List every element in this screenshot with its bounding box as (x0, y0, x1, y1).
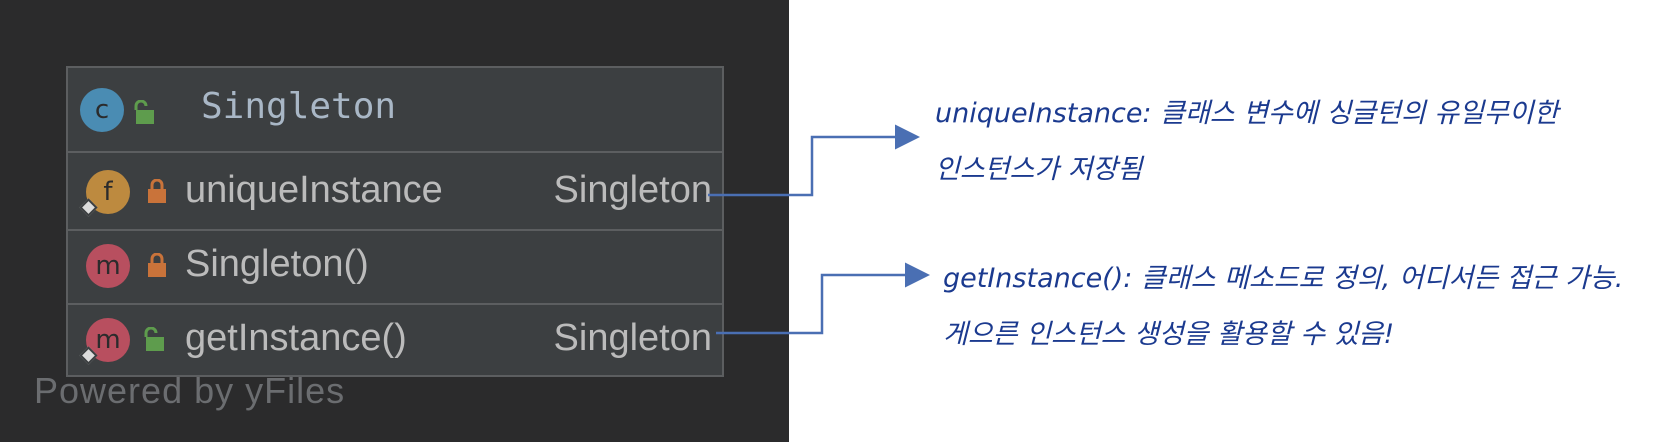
constructor-name: Singleton() (185, 243, 369, 285)
field-annotation-line-2: 인스턴스가 저장됨 (935, 154, 1143, 185)
class-kind-letter: c (94, 95, 110, 125)
field-row: f uniqueInstance Singleton (68, 153, 722, 231)
method-row: m getInstance() Singleton (68, 305, 722, 375)
method-type: Singleton (553, 317, 712, 359)
diagram-canvas: c Singleton f uniqueInstance Singleton (0, 0, 789, 442)
field-name: uniqueInstance (185, 169, 443, 211)
constructor-row: m Singleton() (68, 231, 722, 305)
constructor-kind-icon: m (86, 244, 130, 288)
field-annotation: uniqueInstance: 클래스 변수에 싱글턴의 유일무이한 인스턴스가… (935, 86, 1558, 198)
class-name: Singleton (201, 86, 397, 127)
method-annotation-line-1: getInstance(): 클래스 메소드로 정의, 어디서든 접근 가능. (943, 263, 1624, 294)
method-connector-arrow (716, 262, 930, 335)
field-type: Singleton (553, 169, 712, 211)
unlocked-icon (134, 100, 154, 124)
field-annotation-line-1: uniqueInstance: 클래스 변수에 싱글턴의 유일무이한 (935, 98, 1559, 129)
method-name: getInstance() (185, 317, 407, 359)
class-kind-icon: c (80, 88, 124, 132)
constructor-kind-letter: m (95, 251, 121, 281)
locked-icon (148, 253, 166, 277)
method-kind-letter: m (95, 325, 121, 355)
watermark: Powered by yFiles (34, 370, 346, 411)
field-connector-arrow (708, 124, 920, 197)
class-header-row: c Singleton (68, 68, 722, 153)
field-kind-letter: f (103, 177, 113, 207)
uml-class-box: c Singleton f uniqueInstance Singleton (66, 66, 724, 377)
method-annotation-line-2: 게으른 인스턴스 생성을 활용할 수 있음! (943, 319, 1395, 350)
unlocked-icon (144, 327, 164, 351)
locked-icon (148, 179, 166, 203)
method-annotation: getInstance(): 클래스 메소드로 정의, 어디서든 접근 가능. … (943, 251, 1623, 363)
